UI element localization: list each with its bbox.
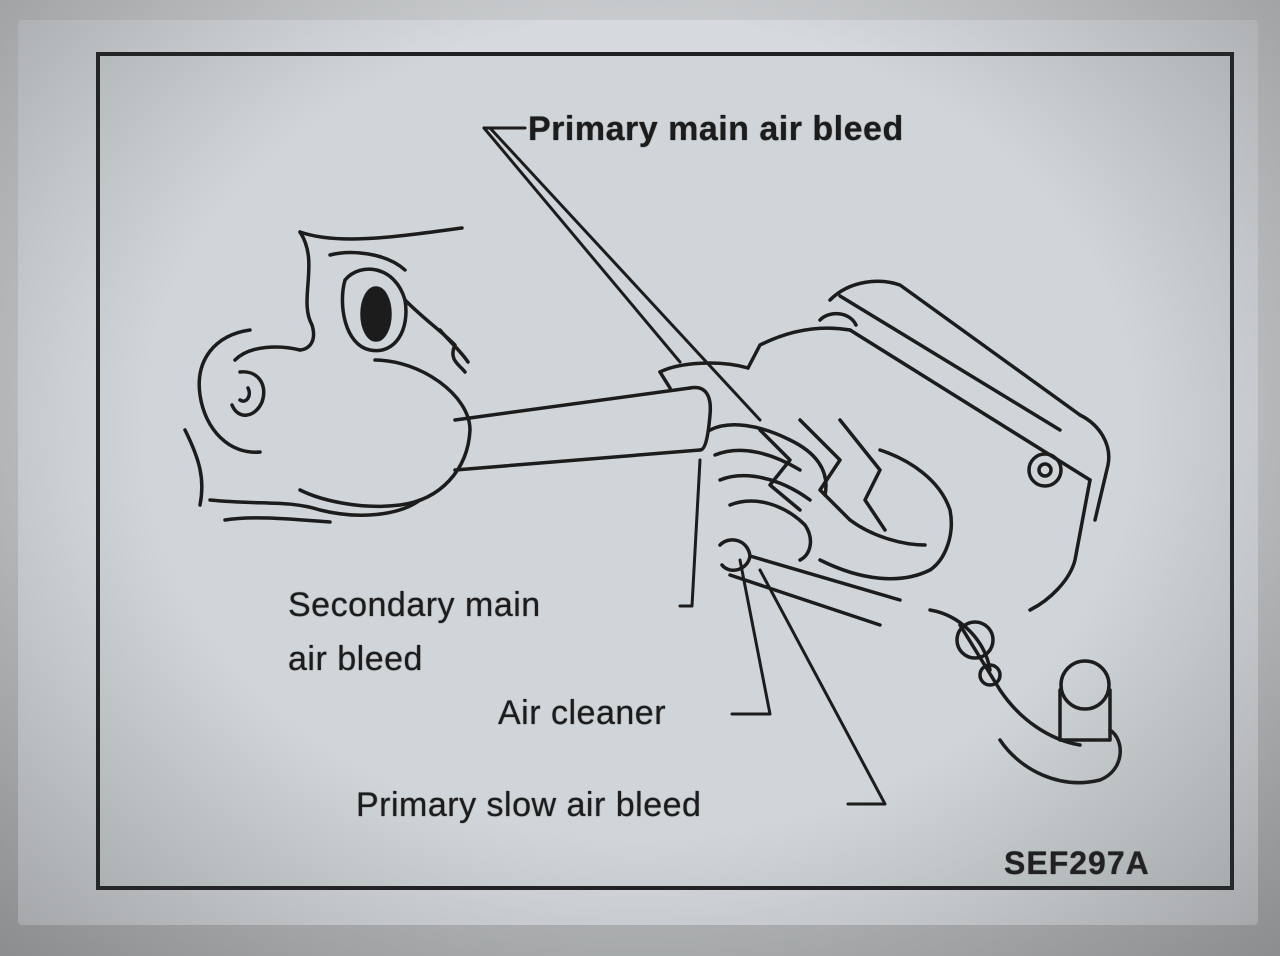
label-secondary-main-air-bleed-line1: Secondary main bbox=[288, 586, 541, 624]
label-primary-main-air-bleed: Primary main air bleed bbox=[528, 110, 904, 148]
figure-frame bbox=[96, 52, 1234, 890]
carburetor-body-drawing bbox=[658, 279, 1122, 785]
leader-lines bbox=[482, 126, 887, 806]
air-tube-drawing bbox=[453, 385, 713, 472]
mechanic-head-drawing bbox=[183, 226, 472, 524]
label-primary-slow-air-bleed: Primary slow air bleed bbox=[356, 786, 702, 824]
figure-code: SEF297A bbox=[1004, 845, 1150, 881]
label-secondary-main-air-bleed-line2: air bleed bbox=[288, 640, 423, 678]
label-air-cleaner: Air cleaner bbox=[498, 694, 667, 732]
